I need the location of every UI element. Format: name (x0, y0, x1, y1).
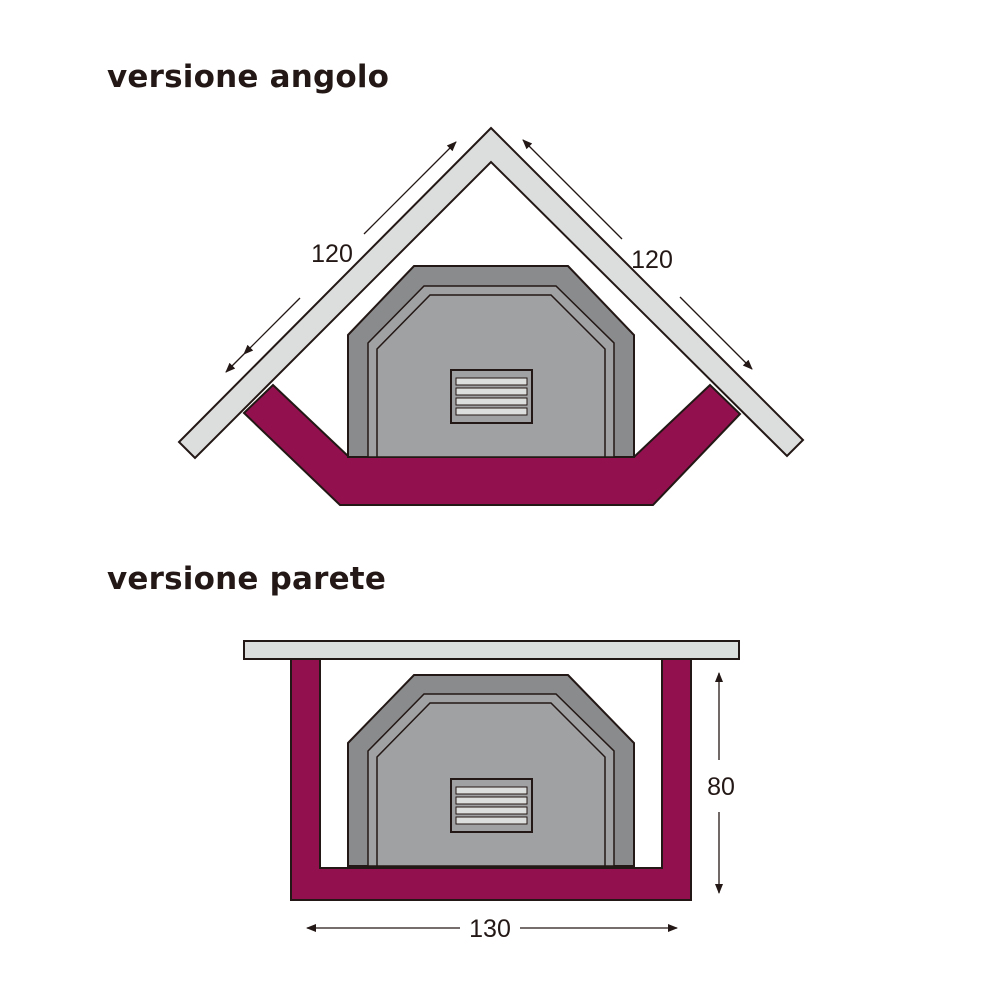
corner-version-title: versione angolo (107, 59, 390, 95)
wall-fireplace-unit (347, 674, 635, 867)
corner-dimension-right-label: 120 (631, 246, 673, 274)
wall-dimension-width-label: 130 (469, 915, 511, 943)
corner-frame (242, 383, 742, 506)
corner-diagram: 120 120 (177, 126, 805, 506)
corner-dimension-left-label: 120 (311, 240, 353, 268)
wall-version-title: versione parete (107, 561, 387, 597)
wall-frame (290, 658, 692, 901)
corner-walls (177, 126, 805, 460)
corner-fireplace-unit (347, 265, 635, 458)
wall-vent-grille (450, 778, 533, 833)
corner-dimension-right (522, 139, 753, 370)
wall-panel (243, 640, 740, 660)
corner-dimension-left (225, 141, 457, 373)
corner-vent-grille (450, 369, 533, 424)
wall-dimension-height-label: 80 (707, 773, 735, 801)
wall-diagram: 80 130 (243, 640, 740, 943)
